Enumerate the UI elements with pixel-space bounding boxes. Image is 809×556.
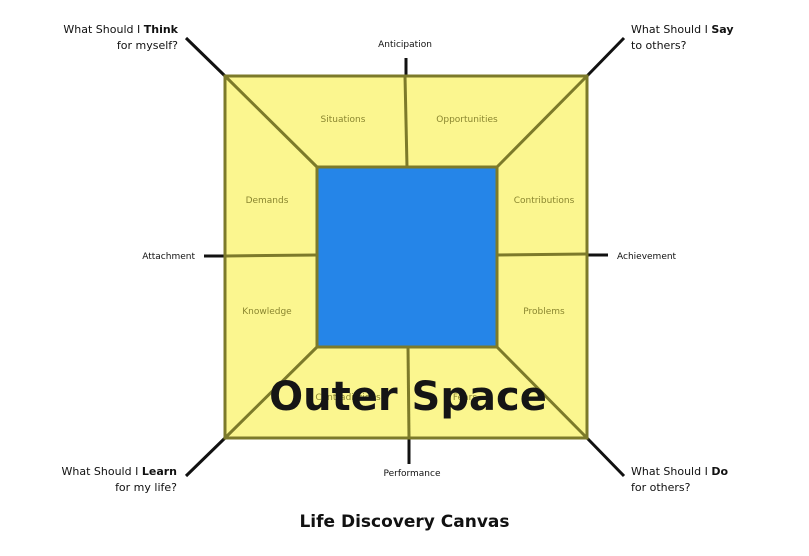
diagonal-line-bottom-right bbox=[585, 436, 626, 478]
corner-divider-top-left bbox=[223, 74, 319, 169]
axis-label-anticipation: Anticipation bbox=[378, 40, 432, 50]
diagonal-line-top-right bbox=[585, 36, 626, 78]
corner-divider-bottom-right bbox=[495, 345, 589, 440]
question-do-line1: What Should I Do bbox=[631, 465, 729, 478]
axis-label-attachment: Attachment bbox=[142, 252, 195, 262]
axis-label-achievement: Achievement bbox=[617, 252, 677, 262]
corner-divider-bottom-left bbox=[223, 345, 319, 440]
divider-bottom bbox=[406, 346, 411, 439]
region-demands: Demands bbox=[246, 196, 289, 206]
axis-label-performance: Performance bbox=[383, 469, 440, 479]
region-problems: Problems bbox=[523, 307, 565, 317]
diagram-caption: Life Discovery Canvas bbox=[299, 512, 510, 532]
diagonal-line-top-left bbox=[184, 36, 227, 78]
center-square bbox=[315, 165, 499, 349]
overlay-title: Outer Space bbox=[269, 374, 547, 420]
divider-left bbox=[224, 253, 318, 258]
question-think-line1: What Should I Think bbox=[63, 23, 178, 36]
question-say-line1: What Should I Say bbox=[631, 23, 734, 36]
region-fears: Fears bbox=[453, 393, 477, 403]
question-say-line2: to others? bbox=[631, 39, 687, 52]
question-think: What Should I Think for myself? bbox=[63, 22, 178, 54]
divider-top bbox=[403, 75, 409, 168]
divider-right bbox=[496, 252, 588, 257]
region-knowledge: Knowledge bbox=[242, 307, 292, 317]
question-do: What Should I Do for others? bbox=[631, 464, 728, 496]
question-do-line2: for others? bbox=[631, 481, 691, 494]
question-think-line2: for myself? bbox=[116, 39, 178, 52]
question-learn: What Should I Learn for my life? bbox=[62, 464, 178, 496]
question-learn-line2: for my life? bbox=[115, 481, 177, 494]
question-learn-line1: What Should I Learn bbox=[61, 465, 178, 478]
region-contradictions: Contradictions bbox=[315, 393, 381, 403]
diagonal-line-bottom-left bbox=[184, 436, 227, 478]
region-situations: Situations bbox=[321, 115, 366, 125]
region-opportunities: Opportunities bbox=[436, 115, 498, 125]
question-say: What Should I Say to others? bbox=[631, 22, 734, 54]
corner-divider-top-right bbox=[495, 74, 589, 169]
region-contributions: Contributions bbox=[514, 196, 575, 206]
